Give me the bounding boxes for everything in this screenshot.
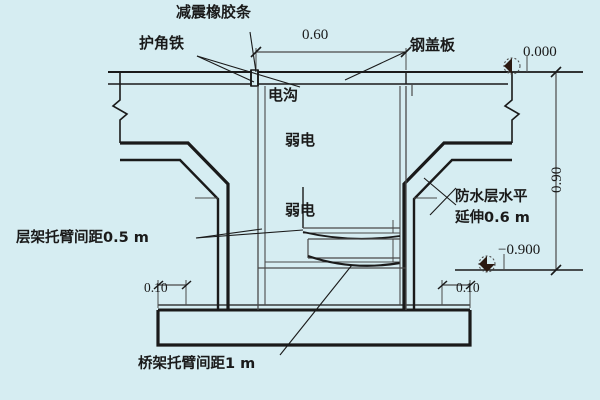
elevation-marker-top [503,56,583,75]
label-weak-current-upper: 弱电 [285,131,316,149]
dim-text-opening-width: 0.60 [302,27,329,43]
dim-010L-tick-left [153,280,164,290]
dim-text-slab-left: 0.10 [144,280,168,295]
elevation-marker-bottom [455,254,583,273]
leader-lines-group [160,31,457,356]
leader-tray-bracket [279,264,353,356]
trench-interior-group [258,86,407,269]
label-corner-angle-iron: 护角铁 [139,34,185,52]
label-waterproof-layer-line1: 防水层水平 [455,189,528,205]
shelf-brackets-group [302,187,401,267]
dim-060-tick-left [250,46,262,58]
right-wall-group [402,72,521,305]
dim-010R-tick-left [437,280,448,290]
left-wall-waterproof-layer [120,158,220,305]
dim-text-depth: 0.90 [549,166,565,193]
leader-steel-cover [344,51,406,81]
leader-shelf-bracket-mid [195,228,263,239]
leader-angle-iron-1 [196,55,255,83]
label-steel-cover-plate: 钢盖板 [410,36,456,54]
elevation-text-top: 0.000 [523,44,557,60]
label-cable-trench: 电沟 [268,86,299,104]
elev-top-triangle [504,58,512,74]
leader-shelf-bracket [195,229,304,239]
dimension-slab-right [437,280,476,308]
elevation-text-bottom: −0.900 [498,242,541,258]
bottom-slab-outline [156,310,472,347]
break-line-right [503,72,521,143]
leader-angle-iron-2 [196,55,301,88]
bottom-slab-group [156,262,472,347]
dimension-opening-width [250,46,412,70]
label-damping-rubber-strip: 减震橡胶条 [176,3,252,21]
dim-010L-tick-right [181,280,192,290]
right-wall-waterproof-layer [412,158,512,305]
leader-damping-rubber [249,31,257,73]
right-wall-outer-face [402,141,512,305]
elev-bottom-triangle-left [479,256,487,272]
dimension-slab-left [153,280,192,308]
leader-waterproof-1 [423,177,457,206]
dim-text-slab-right: 0.10 [456,280,480,295]
lower-bracket-cable [307,254,401,267]
dim-010R-tick-right [465,280,476,290]
label-shelf-bracket-spacing: 层架托臂间距0.5 m [16,230,149,246]
label-weak-current-lower: 弱电 [285,201,316,219]
elev-bottom-triangle-right [487,264,495,272]
left-wall-group [111,72,266,305]
leader-waterproof-2 [429,187,457,216]
label-tray-bracket-spacing: 桥架托臂间距1 m [138,356,256,372]
break-line-left [111,72,129,143]
leader-spacer-2 [160,218,230,232]
label-waterproof-layer-line2: 延伸0.6 m [455,210,530,226]
dim-060-tick-right [400,46,412,58]
left-wall-outer-face [120,141,230,305]
